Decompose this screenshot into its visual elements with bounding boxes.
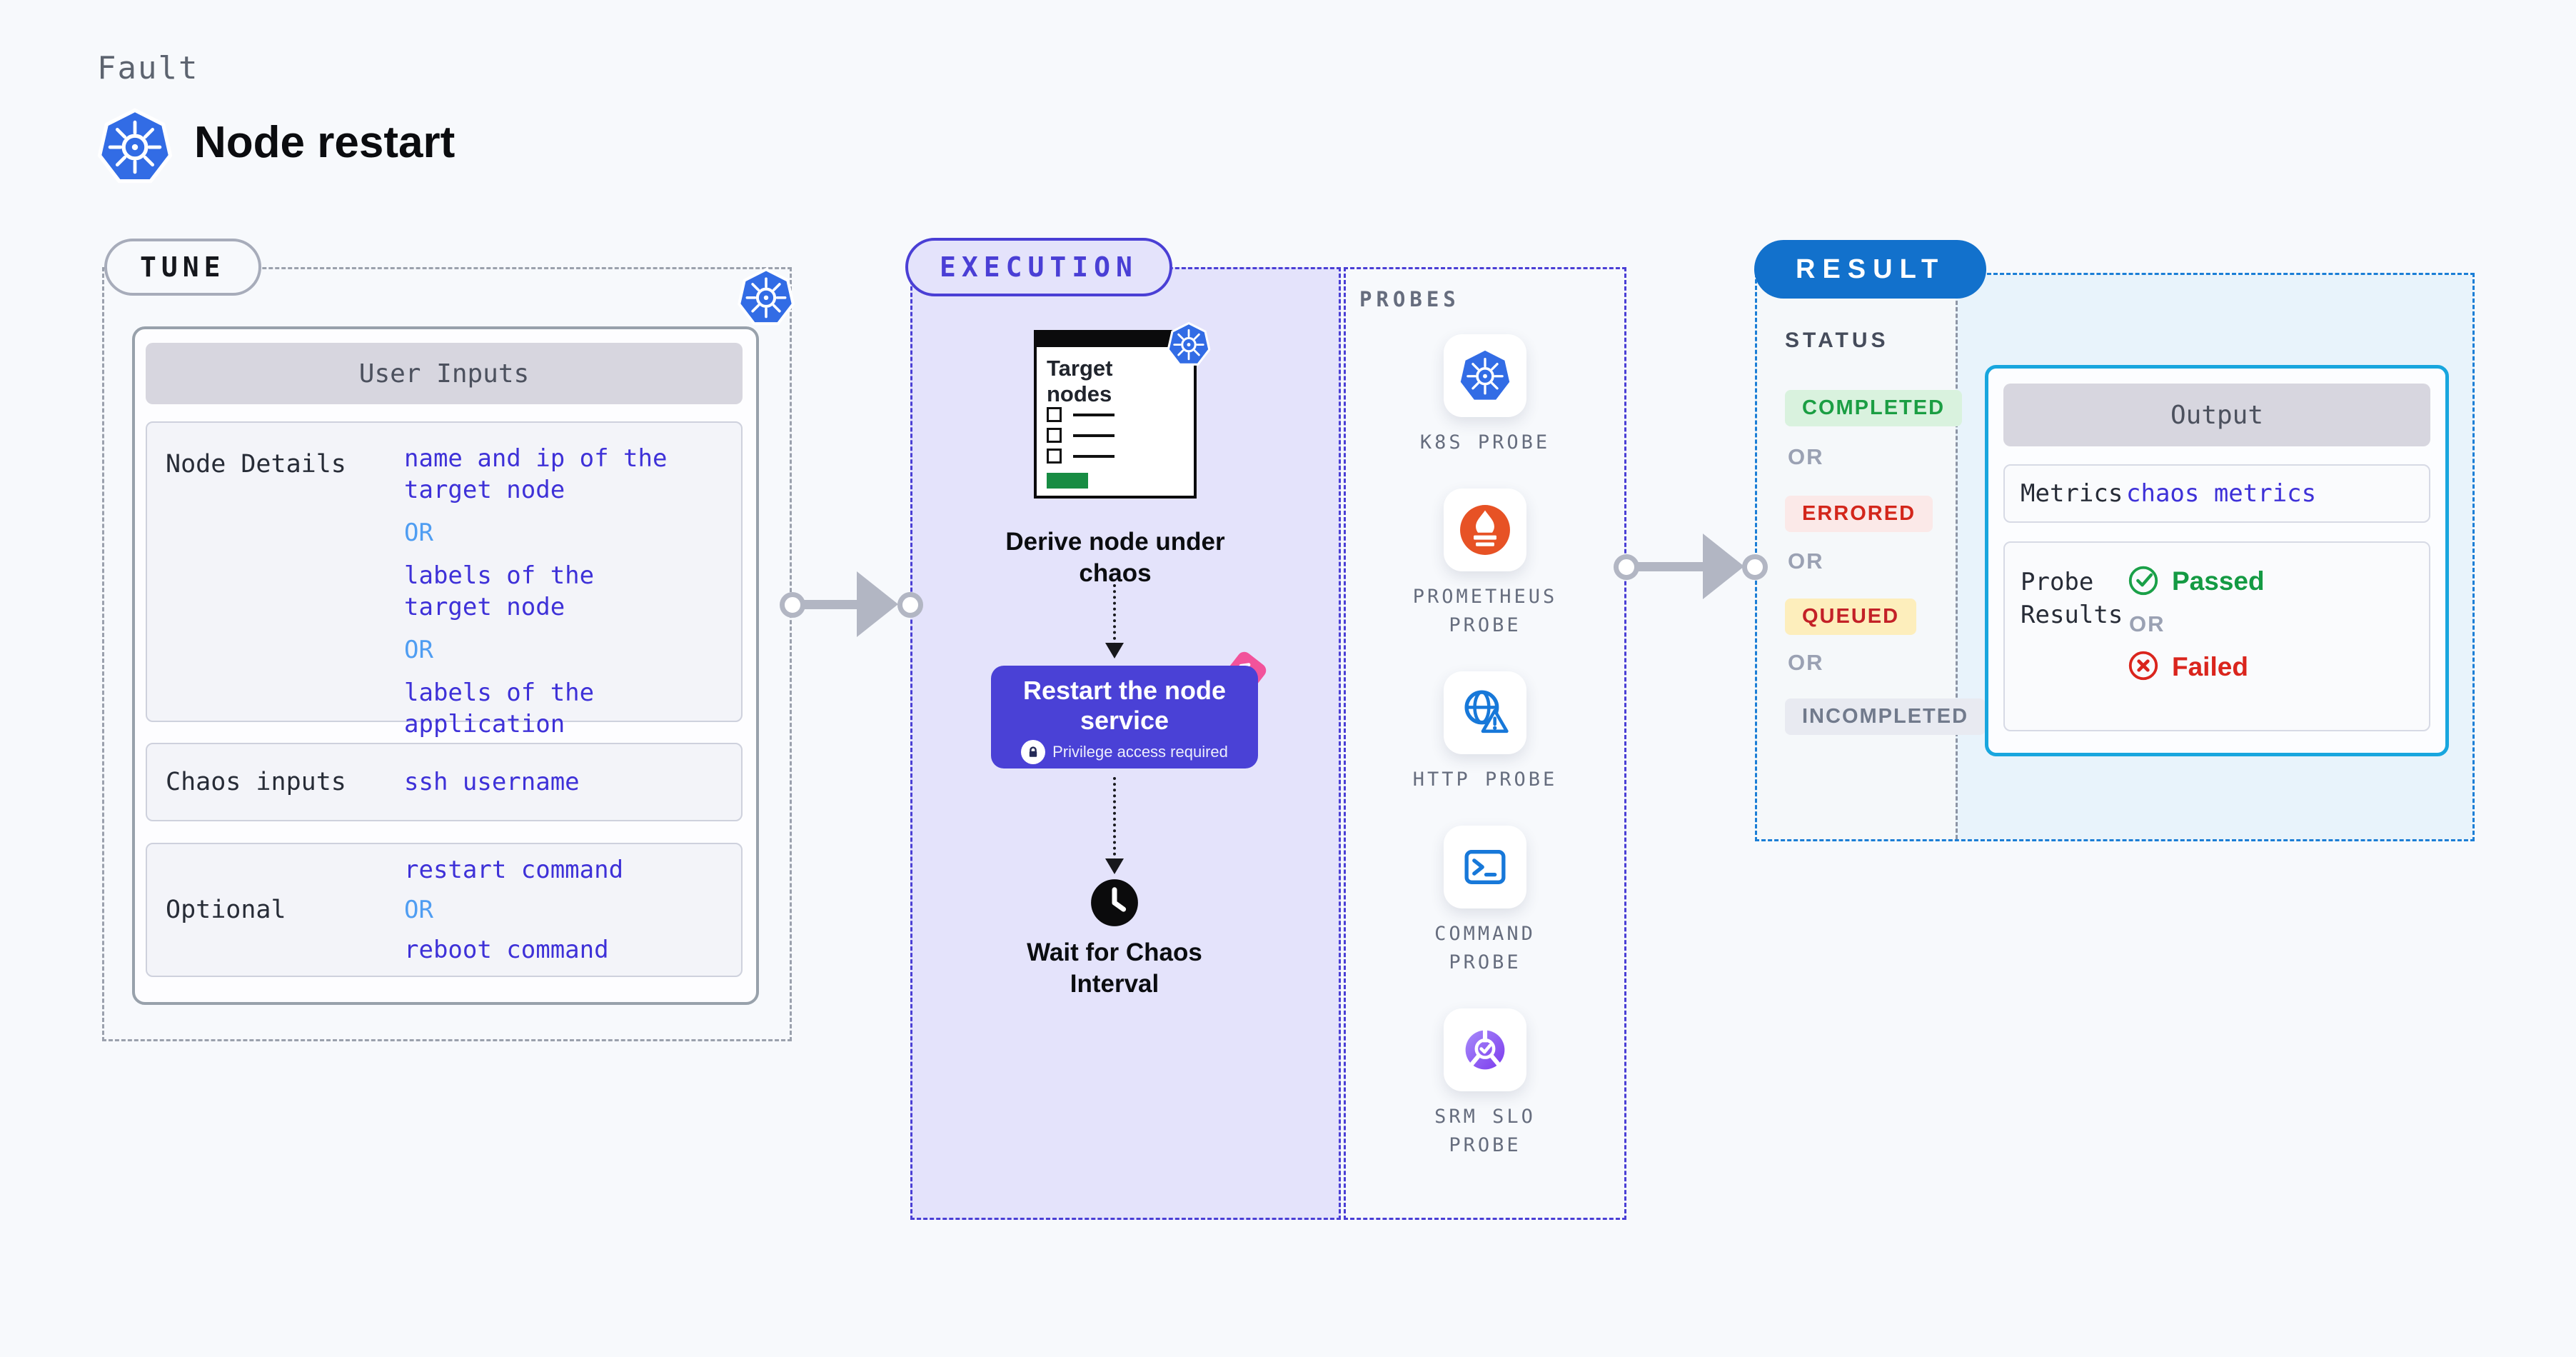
metrics-row: Metrics chaos metrics — [2003, 464, 2430, 523]
slo-check-icon — [1443, 1008, 1526, 1091]
node-details-value: labels of the target node — [404, 561, 595, 621]
flow-arrow — [1626, 562, 1705, 571]
x-circle-icon — [2126, 649, 2160, 686]
or-separator: OR — [404, 636, 433, 664]
dotted-arrowhead — [1105, 643, 1124, 659]
probe-label: PROMETHEUS PROBE — [1412, 586, 1558, 636]
flow-arrow — [793, 600, 864, 609]
probe-label: HTTP PROBE — [1412, 768, 1558, 791]
dotted-connector — [1113, 777, 1116, 861]
probe-item: SRM SLO PROBE — [1434, 1008, 1536, 1160]
flow-arrowhead — [1703, 534, 1744, 599]
or-separator: OR — [404, 519, 433, 547]
status-badge-queued: QUEUED — [1785, 599, 1917, 635]
passed-label: Passed — [2172, 566, 2265, 596]
probe-item: COMMAND PROBE — [1434, 826, 1536, 977]
output-header: Output — [2003, 384, 2430, 446]
or-separator: OR — [404, 896, 433, 924]
metrics-label: Metrics — [2021, 479, 2123, 508]
metrics-value-link[interactable]: chaos metrics — [2126, 479, 2317, 508]
probe-results-label: Probe Results — [2021, 568, 2123, 629]
restart-note: Privilege access required — [1052, 743, 1228, 761]
chaos-inputs-label: Chaos inputs — [166, 768, 346, 796]
optional-label: Optional — [166, 896, 286, 924]
tune-section-box — [102, 267, 792, 1041]
terminal-icon — [1443, 826, 1526, 908]
or-separator: OR — [1788, 444, 1824, 469]
probe-item: K8S PROBE — [1420, 334, 1550, 457]
optional-row: Optional restart command OR reboot comma… — [146, 843, 743, 977]
fault-eyebrow: Fault — [97, 50, 199, 86]
probe-label: SRM SLO PROBE — [1434, 1106, 1536, 1156]
checkbox-icon — [1047, 428, 1062, 443]
arrow-endpoint-circle — [1742, 554, 1768, 580]
node-checkbox-row — [1047, 428, 1115, 443]
restart-node-service-box: Restart the node service Privilege acces… — [991, 666, 1258, 768]
execution-badge: EXECUTION — [905, 238, 1172, 296]
prometheus-icon — [1444, 489, 1526, 571]
checkbox-icon — [1047, 449, 1062, 464]
line-placeholder — [1073, 434, 1115, 437]
restart-title: Restart the node service — [1022, 676, 1227, 735]
probes-title: PROBES — [1359, 287, 1460, 311]
chaos-inputs-row: Chaos inputs ssh username — [146, 743, 743, 821]
status-badge-errored: ERRORED — [1785, 496, 1933, 532]
arrow-endpoint-circle — [897, 592, 923, 618]
checkbox-icon — [1047, 407, 1062, 422]
result-badge: RESULT — [1754, 240, 1987, 299]
node-checkbox-row — [1047, 407, 1115, 422]
target-nodes-card: Target nodes — [1034, 321, 1211, 499]
dotted-arrowhead — [1105, 858, 1124, 874]
chaos-inputs-value: ssh username — [404, 768, 580, 796]
status-title: STATUS — [1785, 329, 1889, 352]
node-checkbox-row — [1047, 449, 1115, 464]
node-details-value: name and ip of the target node — [404, 444, 668, 504]
flow-arrowhead — [857, 571, 898, 637]
target-nodes-title: Target nodes — [1047, 356, 1113, 406]
page-title: Node restart — [194, 118, 456, 167]
node-details-row: Node Details name and ip of the target n… — [146, 421, 743, 801]
lock-icon — [1021, 740, 1046, 764]
status-badge-incompleted: INCOMPLETED — [1785, 698, 1986, 735]
or-separator: OR — [1788, 549, 1824, 574]
probes-list: K8S PROBE PROMETHEUS PROBE — [1344, 334, 1626, 1160]
dotted-connector — [1113, 584, 1116, 646]
probes-section-box — [1344, 267, 1626, 1220]
kubernetes-icon — [737, 267, 795, 327]
http-globe-icon — [1444, 671, 1526, 754]
tune-badge: TUNE — [104, 239, 261, 296]
optional-value: reboot command — [404, 936, 609, 964]
status-badge-completed: COMPLETED — [1785, 390, 1963, 426]
probe-item: HTTP PROBE — [1413, 671, 1558, 794]
arrow-endpoint-circle — [1614, 554, 1639, 580]
user-inputs-header: User Inputs — [146, 343, 743, 404]
probe-results-row: Probe Results Passed OR — [2003, 541, 2430, 731]
failed-label: Failed — [2172, 652, 2248, 681]
probe-label: K8S PROBE — [1419, 431, 1551, 454]
kubernetes-icon — [97, 107, 173, 186]
probe-label: COMMAND PROBE — [1434, 923, 1536, 973]
check-circle-icon — [2126, 563, 2160, 600]
kubernetes-icon — [1444, 334, 1526, 417]
or-separator: OR — [2129, 611, 2165, 636]
optional-value: restart command — [404, 856, 624, 884]
or-separator: OR — [1788, 650, 1824, 675]
kubernetes-icon — [1167, 321, 1211, 367]
card-title-bar — [1037, 333, 1194, 347]
arrow-endpoint-circle — [780, 592, 805, 618]
progress-bar — [1047, 473, 1088, 489]
step-derive-label: Derive node under chaos — [1005, 528, 1225, 587]
clock-icon — [1090, 878, 1139, 928]
step-wait-label: Wait for Chaos Interval — [1027, 938, 1202, 998]
line-placeholder — [1073, 454, 1115, 458]
probe-item: PROMETHEUS PROBE — [1413, 489, 1558, 640]
node-details-label: Node Details — [166, 450, 346, 479]
line-placeholder — [1073, 413, 1115, 416]
